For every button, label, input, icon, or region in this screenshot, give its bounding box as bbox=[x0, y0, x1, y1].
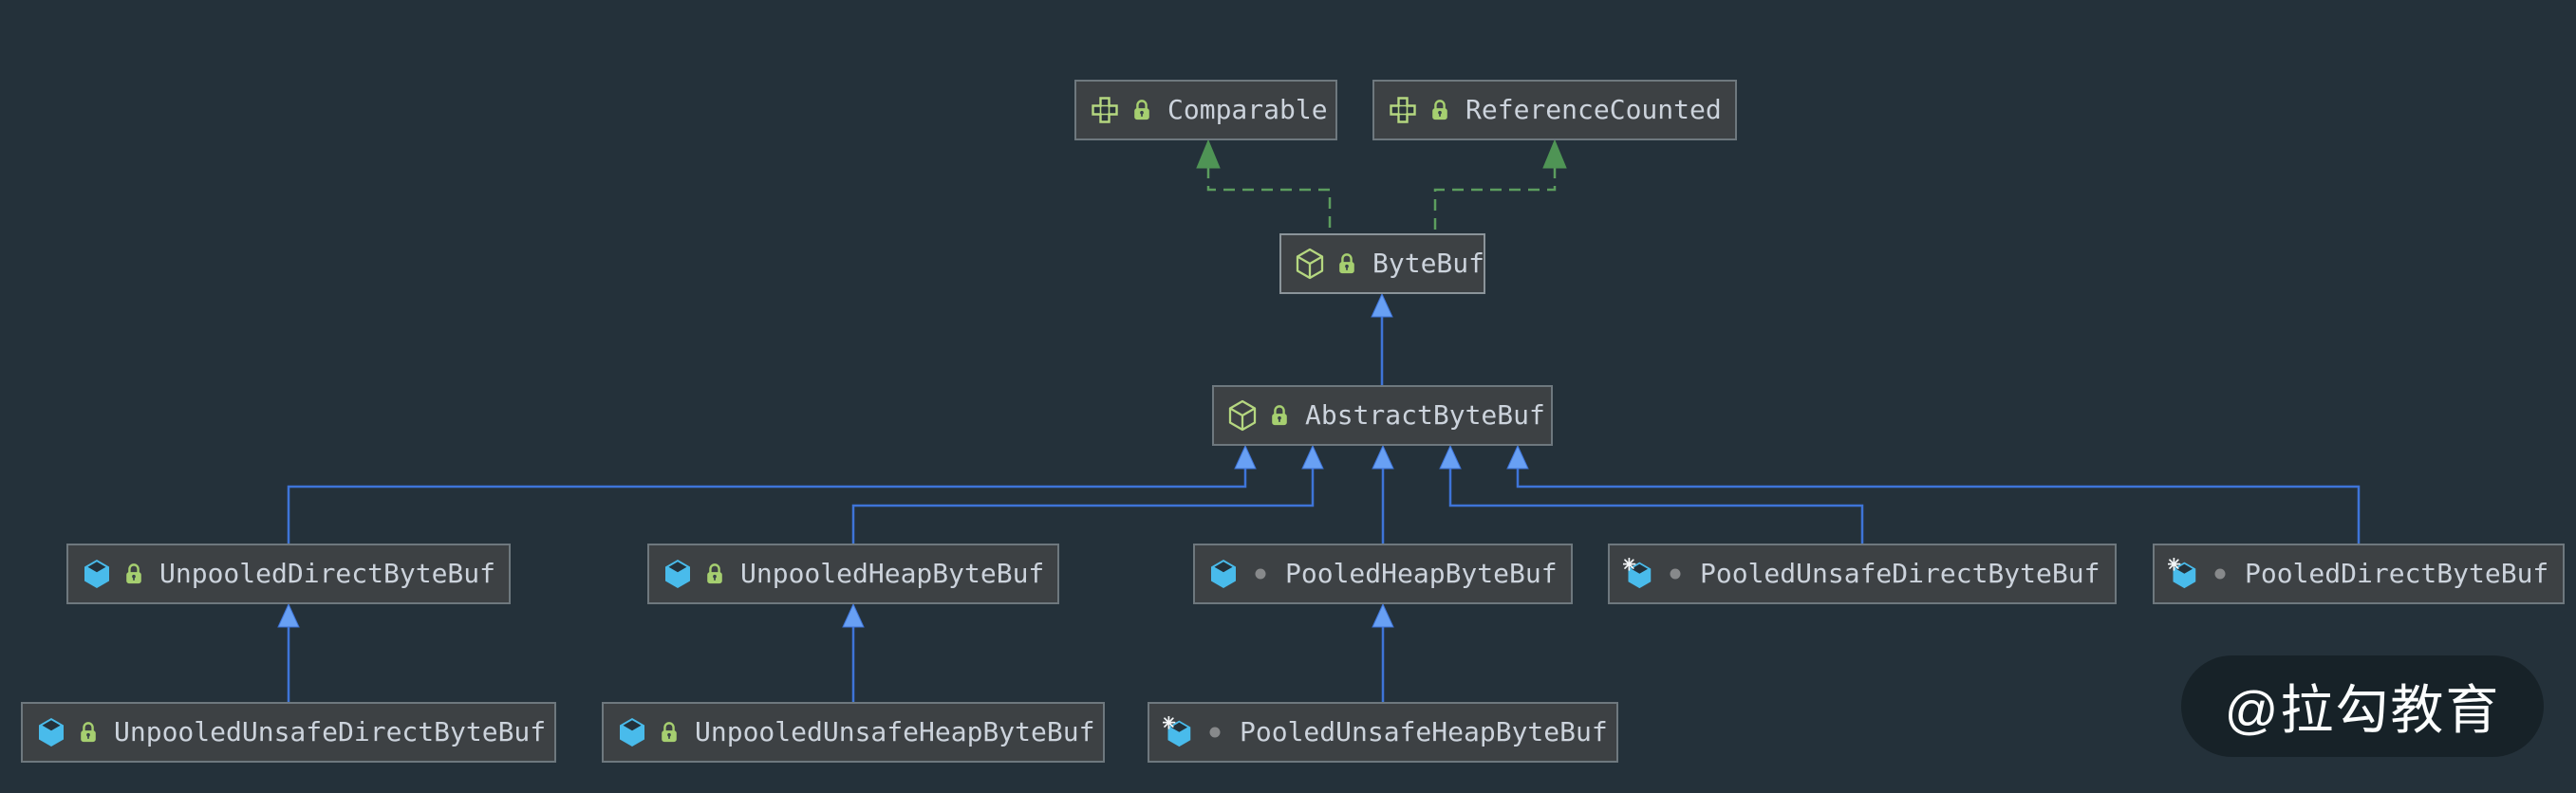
lock-icon bbox=[1429, 97, 1450, 123]
node-label: PooledHeapByteBuf bbox=[1285, 558, 1558, 589]
node-label: PooledDirectByteBuf bbox=[2245, 558, 2549, 589]
class-icon bbox=[1208, 558, 1239, 590]
edge-pooledunsafedirect-extends-abstract bbox=[1448, 469, 1864, 544]
arrowhead-extends-abstract-1 bbox=[1234, 444, 1257, 470]
uml-node-unpooleddirectbytebuf[interactable]: UnpooledDirectByteBuf bbox=[66, 544, 511, 604]
uml-node-pooledheapbytebuf[interactable]: PooledHeapByteBuf bbox=[1193, 544, 1573, 604]
arrowhead-extends-abstract-5 bbox=[1506, 444, 1529, 470]
node-label: UnpooledDirectByteBuf bbox=[159, 558, 496, 589]
lock-icon bbox=[1336, 250, 1357, 277]
class-icon bbox=[82, 558, 112, 590]
edge-bytebuf-implements-comparable bbox=[1206, 167, 1332, 233]
arrowhead-extends-abstract-4 bbox=[1439, 444, 1462, 470]
abstract-class-icon bbox=[1295, 248, 1325, 280]
arrowhead-extends-abstract-3 bbox=[1372, 444, 1394, 470]
node-label: AbstractByteBuf bbox=[1305, 399, 1545, 431]
node-label: Comparable bbox=[1167, 94, 1328, 125]
node-label: PooledUnsafeDirectByteBuf bbox=[1700, 558, 2100, 589]
class-icon bbox=[36, 716, 66, 748]
arrowhead-implements-comparable bbox=[1196, 138, 1221, 169]
arrowhead-extends-unpooleddirect bbox=[277, 602, 300, 628]
uml-node-referencecounted[interactable]: ReferenceCounted bbox=[1372, 80, 1737, 140]
abstract-class-icon bbox=[1227, 399, 1258, 432]
arrowhead-extends-abstract-2 bbox=[1301, 444, 1324, 470]
node-label: UnpooledUnsafeHeapByteBuf bbox=[695, 716, 1095, 747]
lock-icon bbox=[1269, 402, 1290, 429]
lock-icon bbox=[1131, 97, 1152, 123]
arrowhead-extends-unpooledheap bbox=[842, 602, 865, 628]
uml-node-pooleddirectbytebuf[interactable]: PooledDirectByteBuf bbox=[2153, 544, 2565, 604]
edge-unpooledheap-extends-abstract bbox=[851, 469, 1315, 544]
interface-icon bbox=[1090, 94, 1120, 126]
edge-bytebuf-implements-referencecounted bbox=[1433, 167, 1557, 233]
uml-node-unpooledunsafeheapbytebuf[interactable]: UnpooledUnsafeHeapByteBuf bbox=[602, 702, 1105, 763]
lock-icon bbox=[123, 561, 144, 587]
class-icon bbox=[663, 558, 693, 590]
uml-node-pooledunsafedirectbytebuf[interactable]: PooledUnsafeDirectByteBuf bbox=[1608, 544, 2117, 604]
uml-node-bytebuf[interactable]: ByteBuf bbox=[1279, 233, 1485, 294]
lock-icon bbox=[659, 719, 680, 746]
package-private-dot-icon bbox=[2212, 566, 2228, 581]
watermark-text: @拉勾教育 bbox=[2224, 680, 2501, 740]
watermark-badge: @拉勾教育 bbox=[2181, 655, 2544, 757]
edge-unpooleddirect-extends-abstract bbox=[287, 469, 1247, 544]
uml-node-unpooledheapbytebuf[interactable]: UnpooledHeapByteBuf bbox=[647, 544, 1059, 604]
final-class-icon bbox=[1163, 716, 1193, 748]
node-label: ByteBuf bbox=[1372, 248, 1485, 279]
final-class-icon bbox=[2168, 558, 2198, 590]
class-icon bbox=[617, 716, 647, 748]
package-private-dot-icon bbox=[1668, 566, 1683, 581]
uml-node-pooledunsafeheapbytebuf[interactable]: PooledUnsafeHeapByteBuf bbox=[1148, 702, 1618, 763]
node-label: UnpooledHeapByteBuf bbox=[740, 558, 1045, 589]
interface-icon bbox=[1388, 94, 1418, 126]
edge-pooleddirect-extends-abstract bbox=[1516, 469, 2361, 544]
node-label: UnpooledUnsafeDirectByteBuf bbox=[114, 716, 547, 747]
uml-node-comparable[interactable]: Comparable bbox=[1074, 80, 1337, 140]
node-label: PooledUnsafeHeapByteBuf bbox=[1240, 716, 1608, 747]
package-private-dot-icon bbox=[1207, 725, 1223, 740]
uml-node-abstractbytebuf[interactable]: AbstractByteBuf bbox=[1212, 385, 1553, 446]
arrowhead-implements-referencecounted bbox=[1542, 138, 1567, 169]
uml-node-unpooledunsafedirectbytebuf[interactable]: UnpooledUnsafeDirectByteBuf bbox=[21, 702, 556, 763]
lock-icon bbox=[78, 719, 99, 746]
arrowhead-extends-bytebuf bbox=[1371, 292, 1393, 318]
lock-icon bbox=[704, 561, 725, 587]
package-private-dot-icon bbox=[1253, 566, 1268, 581]
final-class-icon bbox=[1623, 558, 1653, 590]
node-label: ReferenceCounted bbox=[1465, 94, 1722, 125]
arrowhead-extends-pooledheap bbox=[1372, 602, 1394, 628]
